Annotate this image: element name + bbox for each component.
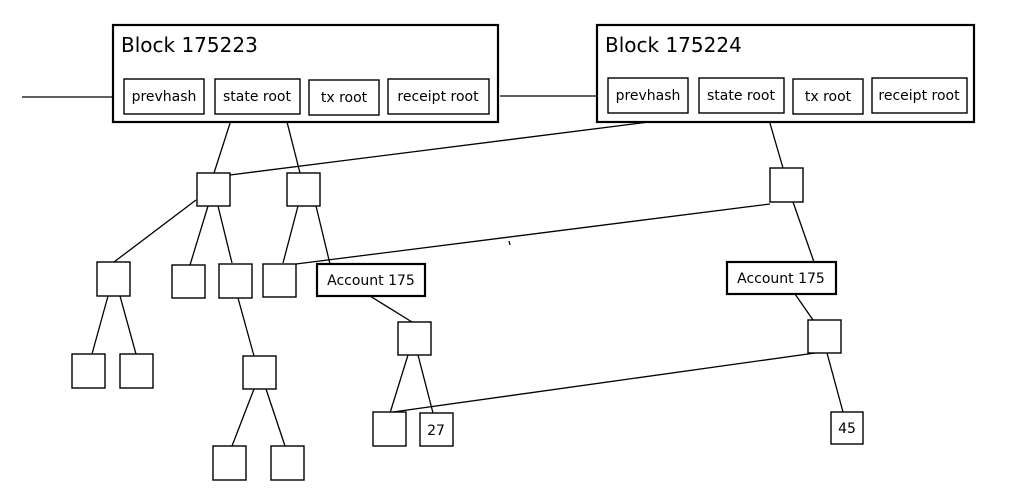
field-prevhash: prevhash <box>132 89 197 105</box>
edge <box>91 295 109 355</box>
block-175223: Block 175223 prevhash state root tx root… <box>111 23 500 124</box>
edge <box>315 205 331 265</box>
edge <box>282 205 299 264</box>
field-receipt-root-box <box>871 77 968 114</box>
accounts: Account 175 Account 175 <box>315 260 838 298</box>
field-tx-root-box <box>308 79 380 116</box>
tree-node <box>218 263 253 299</box>
value-leaves: 27 45 <box>419 411 864 447</box>
field-tx-root: tx root <box>805 89 852 105</box>
field-tx-root: tx root <box>321 90 368 106</box>
edge <box>284 113 301 174</box>
field-prevhash-box <box>607 77 689 114</box>
field-receipt-root-box <box>387 78 490 115</box>
edge <box>794 293 814 321</box>
account-box <box>315 262 427 298</box>
tree-node <box>71 353 106 389</box>
tree-node <box>286 172 321 207</box>
field-state-root: state root <box>707 88 775 104</box>
tree-node <box>397 321 432 356</box>
value-label: 27 <box>427 423 445 439</box>
edge <box>231 388 255 447</box>
tree-node <box>262 263 297 298</box>
field-prevhash: prevhash <box>616 88 681 104</box>
block-175224: Block 175224 prevhash state root tx root… <box>595 23 976 124</box>
edge <box>217 205 233 264</box>
block-title: Block 175224 <box>605 33 742 57</box>
tree-node <box>372 411 407 447</box>
account-label: Account 175 <box>327 273 415 289</box>
account-box <box>725 260 838 296</box>
tree-node <box>242 355 277 390</box>
field-state-root-box <box>698 77 785 114</box>
field-receipt-root: receipt root <box>397 89 479 105</box>
field-state-root-box <box>214 78 301 115</box>
tree-node <box>807 319 842 354</box>
account-label: Account 175 <box>737 271 825 287</box>
edge <box>237 297 255 357</box>
tree-node <box>119 353 154 389</box>
edge <box>113 199 197 263</box>
edge-shared-link <box>295 203 771 265</box>
field-state-root: state root <box>223 89 291 105</box>
field-tx-root-box <box>792 78 864 115</box>
edge <box>189 205 209 266</box>
tree-node <box>171 264 206 299</box>
edge <box>389 354 409 414</box>
tree-node <box>196 172 231 207</box>
value-node <box>419 412 454 447</box>
tree-nodes <box>71 167 842 481</box>
edge <box>826 352 844 413</box>
stray-mark <box>508 240 511 246</box>
edge <box>213 113 234 174</box>
value-node <box>830 411 864 445</box>
edge <box>417 354 434 414</box>
block-title: Block 175223 <box>121 33 258 57</box>
tree-node <box>769 167 804 203</box>
tree-node <box>270 445 305 481</box>
edge <box>119 295 137 355</box>
edge <box>792 201 815 263</box>
field-receipt-root: receipt root <box>878 88 960 104</box>
edge-shared-link <box>392 352 816 413</box>
edge <box>369 295 413 323</box>
edges <box>22 95 844 447</box>
field-prevhash-box <box>123 78 205 115</box>
edge <box>265 388 286 447</box>
value-label: 45 <box>838 421 856 437</box>
tree-node <box>96 261 131 297</box>
edge-shared-link <box>229 112 721 176</box>
tree-node <box>212 445 247 481</box>
